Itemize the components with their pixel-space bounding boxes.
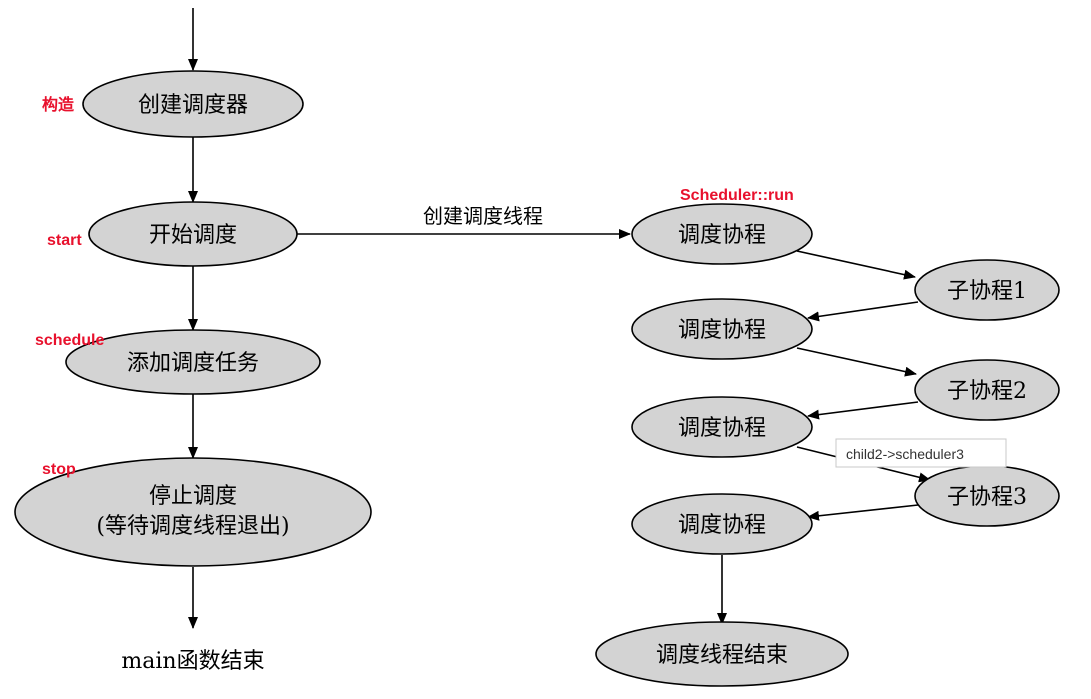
node-stop-line1: 停止调度	[149, 484, 237, 509]
tooltip: child2->scheduler3	[835, 438, 1007, 468]
node-create-scheduler-label: 创建调度器	[138, 93, 248, 118]
node-child-1-label: 子协程1	[947, 279, 1027, 304]
node-child-3-label: 子协程3	[947, 485, 1027, 510]
node-create-scheduler: 创建调度器	[82, 70, 304, 138]
tooltip-text: child2->scheduler3	[846, 446, 964, 462]
node-start-scheduling: 开始调度	[88, 201, 298, 267]
node-sched-coroutine-1: 调度协程	[631, 203, 813, 265]
annotation-stop: stop	[42, 461, 76, 478]
node-child-3: 子协程3	[914, 465, 1060, 527]
node-sched-coroutine-3-label: 调度协程	[678, 416, 766, 441]
node-sched-coroutine-4: 调度协程	[631, 493, 813, 555]
annotation-schedule: schedule	[35, 332, 104, 349]
annotation-start: start	[47, 232, 82, 249]
node-add-task-label: 添加调度任务	[127, 351, 259, 376]
edge-sched1-to-child1	[796, 250, 916, 280]
node-main-end: main函数结束	[121, 649, 264, 674]
annotation-scheduler-run: Scheduler::run	[680, 187, 794, 204]
node-thread-end-label: 调度线程结束	[656, 643, 788, 668]
node-sched-coroutine-2-label: 调度协程	[678, 318, 766, 343]
node-add-task: 添加调度任务	[65, 329, 321, 395]
edge-child2-to-sched3	[807, 401, 919, 420]
edge-child1-to-sched2	[807, 301, 919, 322]
edge-child3-to-sched4	[807, 504, 919, 521]
node-stop-line2: (等待调度线程退出)	[96, 514, 289, 539]
node-thread-end: 调度线程结束	[595, 621, 849, 687]
node-child-2: 子协程2	[914, 359, 1060, 421]
node-child-2-label: 子协程2	[947, 379, 1027, 404]
node-stop-scheduling: 停止调度 (等待调度线程退出)	[14, 457, 372, 567]
edge-sched2-to-child2	[796, 347, 917, 377]
node-child-1: 子协程1	[914, 259, 1060, 321]
node-sched-coroutine-3: 调度协程	[631, 396, 813, 458]
annotation-construct: 构造	[42, 95, 75, 114]
node-sched-coroutine-4-label: 调度协程	[678, 513, 766, 538]
node-start-scheduling-label: 开始调度	[149, 223, 237, 248]
node-sched-coroutine-1-label: 调度协程	[678, 223, 766, 248]
node-sched-coroutine-2: 调度协程	[631, 298, 813, 360]
edge-label-create-thread: 创建调度线程	[423, 204, 543, 228]
